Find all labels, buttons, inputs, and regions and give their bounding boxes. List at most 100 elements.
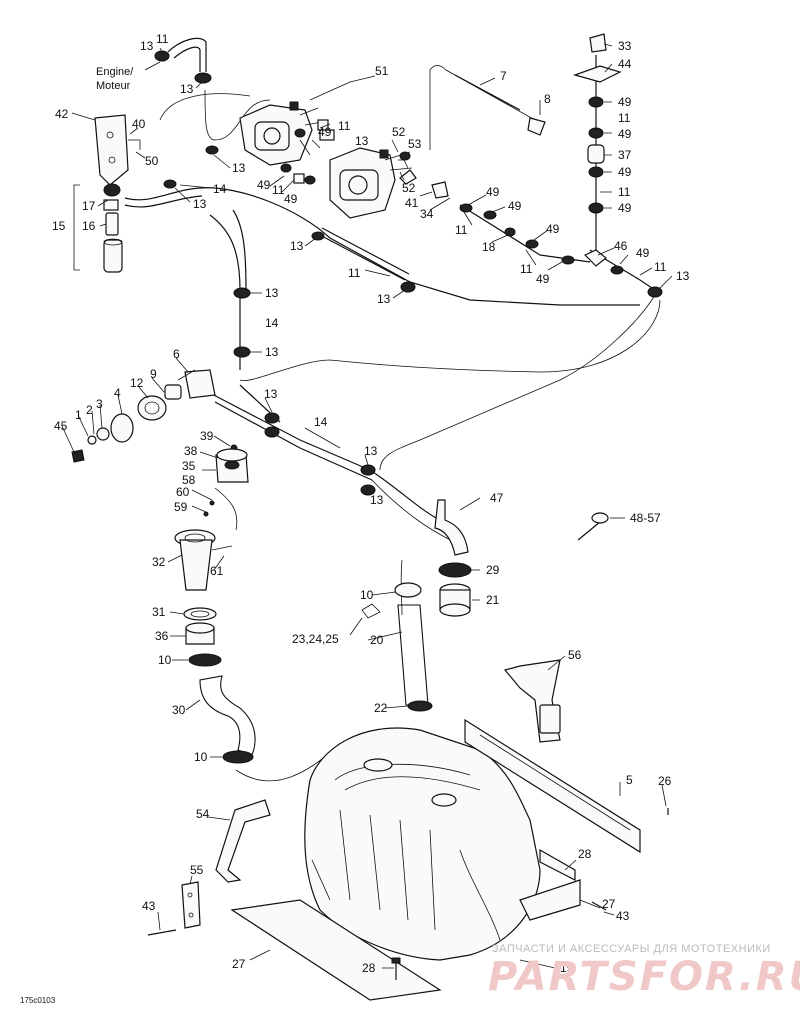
support-rail-5	[464, 718, 641, 854]
callout: 49	[508, 199, 522, 213]
callout: 50	[145, 154, 159, 168]
filter-assembly-15	[73, 183, 123, 273]
carburetor-upper	[239, 101, 323, 166]
callout: 48-57	[630, 511, 661, 525]
callout: 27	[232, 957, 246, 971]
bracket-42	[94, 114, 141, 186]
callout: 13	[377, 292, 391, 306]
hose-clamps	[154, 50, 663, 496]
callout: 49	[486, 185, 500, 199]
callout: 13	[265, 286, 279, 300]
callout: 18	[482, 240, 496, 254]
carburetor-lower	[319, 129, 413, 219]
callout: 23,24,25	[292, 632, 339, 646]
bracket-54	[215, 799, 271, 883]
right-filter-chain	[431, 33, 624, 275]
callout: 20	[370, 633, 384, 647]
callout: 52	[402, 181, 416, 195]
callout: 13	[180, 82, 194, 96]
callout: 10	[360, 588, 374, 602]
callout: 14	[213, 182, 227, 196]
callout: 13	[290, 239, 304, 253]
callout: 40	[132, 117, 146, 131]
callout: 15	[52, 219, 66, 233]
callout: 49	[618, 165, 632, 179]
reference-code: 175c0103	[20, 996, 56, 1005]
callout: 58	[182, 473, 196, 487]
callout: 60	[176, 485, 190, 499]
fuel-valve-assembly	[71, 369, 216, 463]
callout: 11	[618, 111, 631, 125]
callout: 32	[152, 555, 166, 569]
callout: 10	[158, 653, 172, 667]
callout: 29	[486, 563, 500, 577]
callout: 49	[536, 272, 550, 286]
callout: 13	[193, 197, 207, 211]
callout: 12	[130, 376, 144, 390]
callout: 27	[602, 897, 616, 911]
callout: 11	[272, 183, 285, 197]
callout: 49	[636, 246, 650, 260]
callout: 49	[546, 222, 560, 236]
engine-label-line1: Engine/	[96, 66, 134, 78]
callout: 43	[142, 899, 156, 913]
callout: 42	[55, 107, 69, 121]
callout: 49	[257, 178, 271, 192]
callout: 41	[405, 196, 419, 210]
carb-fittings	[280, 119, 417, 185]
callout: 47	[490, 491, 504, 505]
strap-56	[503, 659, 561, 743]
callout: 14	[314, 415, 328, 429]
callout: 13	[265, 345, 279, 359]
callout: 46	[614, 239, 628, 253]
callout: 21	[486, 593, 500, 607]
callout: 11	[348, 266, 361, 280]
callout: 52	[392, 125, 406, 139]
callout: 30	[172, 703, 186, 717]
callout: 1	[75, 408, 82, 422]
callout: 39	[200, 429, 214, 443]
watermark: ЗАПЧАСТИ И АКСЕССУАРЫ ДЛЯ МОТОТЕХНИКИ PA…	[488, 943, 800, 1000]
bracket-47	[434, 499, 469, 556]
callout: 49	[618, 201, 632, 215]
callout: 43	[616, 909, 630, 923]
fuel-tank	[304, 727, 541, 961]
callout: 13	[232, 161, 246, 175]
callout: 54	[196, 807, 210, 821]
callout: 17	[82, 199, 96, 213]
watermark-tagline: ЗАПЧАСТИ И АКСЕССУАРЫ ДЛЯ МОТОТЕХНИКИ	[492, 943, 771, 955]
callout: 4	[114, 386, 121, 400]
callout: 13	[140, 39, 154, 53]
callout: 35	[182, 459, 196, 473]
callout: 11	[338, 119, 351, 133]
support-plates-27	[230, 848, 581, 1001]
callout: 33	[618, 39, 632, 53]
callout: 55	[190, 863, 204, 877]
filler-neck-assembly	[174, 444, 254, 764]
callout: 37	[618, 148, 632, 162]
callout: 11	[520, 262, 533, 276]
callout: 7	[500, 69, 507, 83]
callout: 19	[560, 961, 574, 975]
callout: 22	[374, 701, 388, 715]
callout: 13	[355, 134, 369, 148]
callout: 11	[618, 185, 631, 199]
callout: 11	[156, 32, 169, 46]
callout: 11	[455, 223, 468, 237]
callout: 3	[96, 397, 103, 411]
watermark-logo: PARTSFOR.RU	[488, 954, 800, 1000]
callout: 26	[658, 774, 672, 788]
callout: 14	[265, 316, 279, 330]
callout: 49	[618, 127, 632, 141]
callout: 10	[194, 750, 208, 764]
callout: 49	[618, 95, 632, 109]
callout: 56	[568, 648, 582, 662]
bolts-43-26-28	[147, 808, 669, 980]
callout: 31	[152, 605, 166, 619]
callout: 11	[654, 260, 667, 274]
callout: 44	[618, 57, 632, 71]
callout: 13	[370, 493, 384, 507]
callout: 9	[150, 367, 157, 381]
callout: 28	[362, 961, 376, 975]
